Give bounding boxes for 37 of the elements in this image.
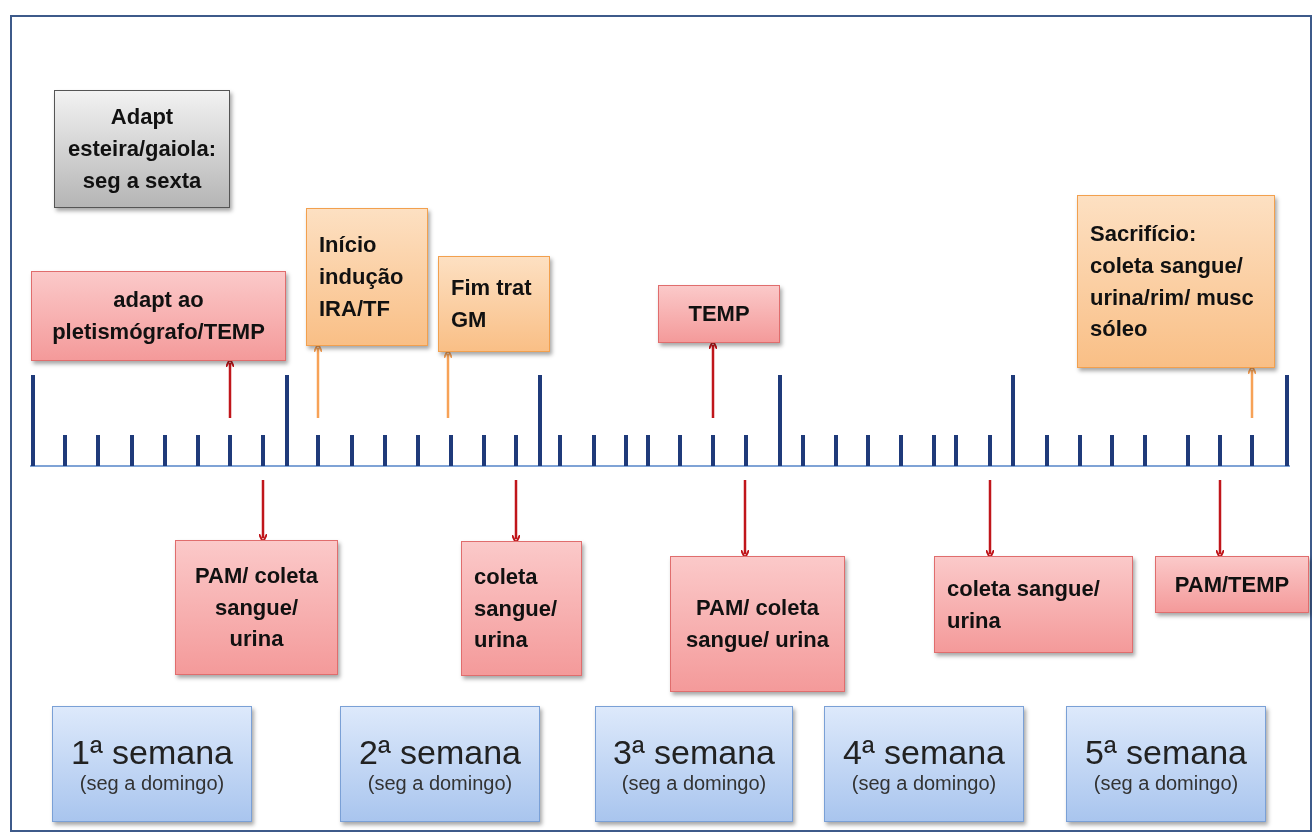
event-box (658, 285, 780, 343)
event-text: Adapt esteira/gaiola: seg a sexta (67, 103, 217, 195)
event-text: adapt ao pletismógrafo/TEMP (51, 286, 266, 346)
event-text: coleta sangue/ urina (474, 562, 559, 655)
event-box (1077, 195, 1275, 368)
event-box (438, 256, 550, 352)
event-text: TEMP (687, 300, 751, 329)
event-text: PAM/ coleta sangue/ urina (193, 561, 320, 654)
event-box (670, 556, 845, 692)
week-days: (seg a domingo) (1093, 772, 1239, 795)
event-box (54, 90, 230, 208)
event-box (461, 541, 582, 676)
week-title: 4ª semana (843, 733, 1005, 772)
event-text: Fim trat GM (451, 274, 533, 334)
week-box (52, 706, 252, 822)
week-box (824, 706, 1024, 822)
event-text: coleta sangue/ urina (947, 574, 1101, 635)
event-text: Sacrifício: coleta sangue/ urina/rim/ musc sóleo (1090, 219, 1255, 344)
week-days: (seg a domingo) (367, 772, 513, 795)
event-text: PAM/TEMP (1173, 570, 1291, 599)
week-title: 2ª semana (359, 733, 521, 772)
week-box (1066, 706, 1266, 822)
event-text: PAM/ coleta sangue/ urina (684, 594, 830, 654)
event-box (306, 208, 428, 346)
week-days: (seg a domingo) (79, 772, 225, 795)
week-box (340, 706, 540, 822)
week-days: (seg a domingo) (851, 772, 997, 795)
week-days: (seg a domingo) (621, 772, 767, 795)
event-text: Início indução IRA/TF (319, 231, 405, 323)
week-title: 5ª semana (1085, 733, 1247, 772)
event-box (31, 271, 286, 361)
event-box (1155, 556, 1309, 613)
week-title: 1ª semana (71, 733, 233, 772)
event-box (175, 540, 338, 675)
week-box (595, 706, 793, 822)
event-box (934, 556, 1133, 653)
week-title: 3ª semana (613, 733, 775, 772)
